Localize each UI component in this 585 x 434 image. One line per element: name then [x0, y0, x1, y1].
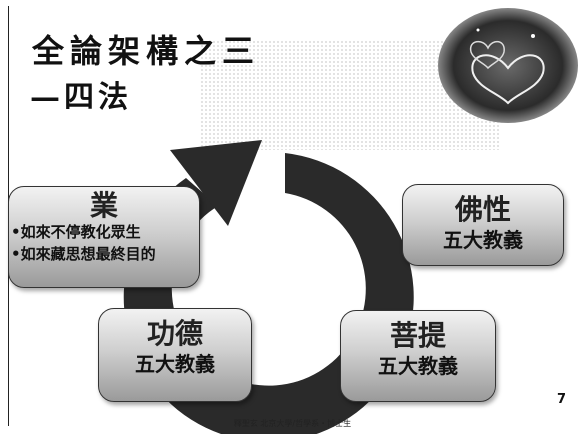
box-buddha-nature-sub: 五大教義 [443, 228, 523, 252]
box-merit-heading: 功德 [146, 317, 203, 350]
box-karma-line-2: •如來藏思想最終目的 [11, 245, 156, 263]
box-karma-heading: 業 [89, 189, 118, 222]
slide-footer: 釋聖玄 北京大學/哲學系・博士生 [233, 419, 352, 428]
box-merit-sub: 五大教義 [135, 352, 215, 376]
box-bodhi-sub: 五大教義 [378, 354, 458, 378]
box-buddha-nature-heading: 佛性 [454, 193, 511, 226]
box-buddha-nature: 佛性 五大教義 [402, 184, 564, 266]
box-bodhi-heading: 菩提 [389, 319, 446, 352]
box-merit: 功德 五大教義 [98, 308, 252, 402]
box-bodhi: 菩提 五大教義 [340, 310, 496, 402]
slide-subtitle: —四法 [30, 80, 132, 115]
box-karma: 業 •如來不停教化眾生 •如來藏思想最終目的 [8, 186, 200, 288]
slide-title: 全論架構之三 [32, 32, 261, 70]
page-number: 7 [557, 392, 567, 407]
box-karma-line-1: •如來不停教化眾生 [11, 223, 141, 241]
hearts-icon [469, 28, 545, 105]
